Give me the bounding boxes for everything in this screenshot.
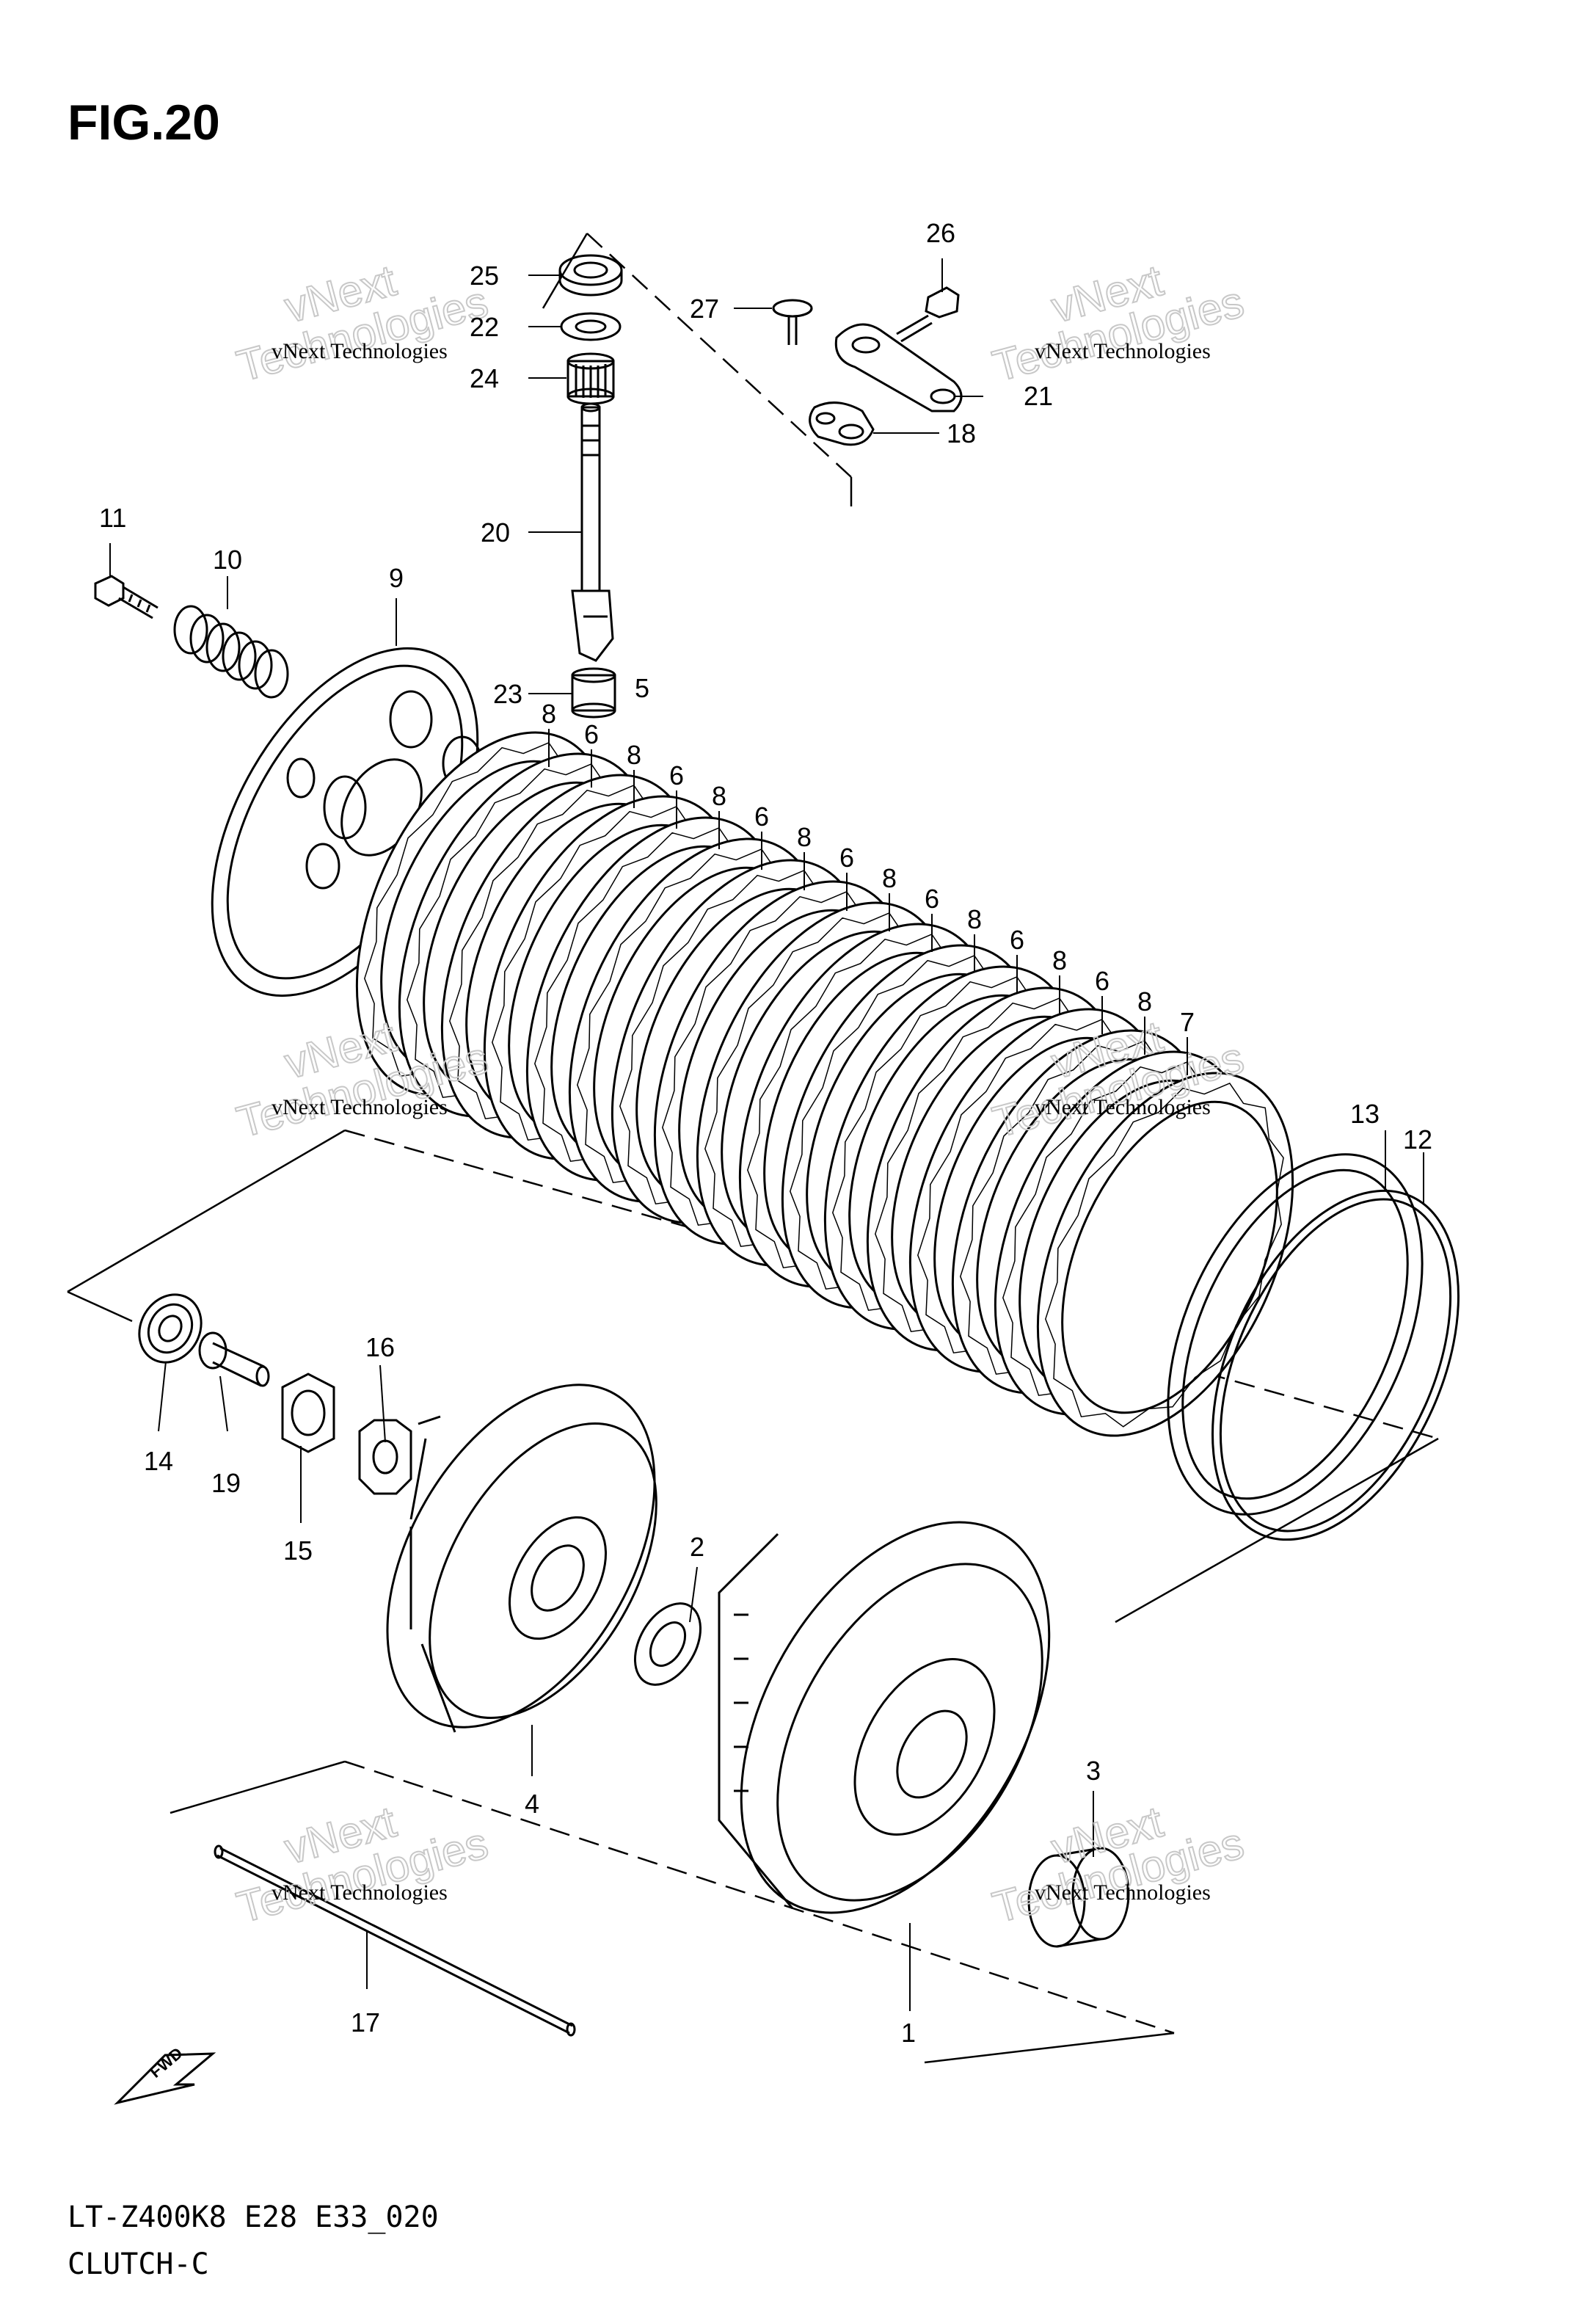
callout-18: 18	[947, 418, 976, 448]
callout-10: 10	[213, 545, 242, 575]
svg-text:vNext Technologies: vNext Technologies	[272, 1095, 448, 1119]
part-26-bolt	[896, 286, 960, 343]
part-27-screw	[772, 299, 813, 345]
section-name: CLUTCH-C	[68, 2247, 209, 2281]
watermark-top-left: vNext Technologies vNext Technologies	[231, 255, 494, 391]
part-17-push-rod	[214, 1844, 576, 2037]
plate-callout: 6	[839, 843, 854, 873]
callout-22: 22	[470, 312, 499, 342]
callout-19: 19	[211, 1468, 241, 1498]
part-23-bushing	[571, 667, 616, 719]
callout-16: 16	[365, 1332, 395, 1362]
watermark-bottom-right: vNext Technologies vNext Technologies	[987, 1796, 1250, 1933]
plate-callout: 8	[797, 822, 812, 852]
callout-3: 3	[1086, 1756, 1101, 1786]
callout-27: 27	[690, 294, 719, 324]
part-10-spring	[173, 605, 289, 699]
callout-4: 4	[525, 1789, 539, 1819]
figure-title: FIG.20	[68, 95, 220, 150]
callouts: 25 22 24 20 23 27 26 21 18 11 10 9 5 13 …	[99, 218, 1432, 2048]
watermark-top-right: vNext Technologies vNext Technologies	[987, 255, 1250, 391]
model-code: LT-Z400K8 E28 E33_020	[68, 2200, 439, 2234]
callout-26: 26	[926, 218, 955, 248]
plate-callout: 6	[584, 719, 599, 749]
svg-text:vNext Technologies: vNext Technologies	[272, 339, 448, 363]
callout-24: 24	[470, 363, 499, 393]
part-11-bolt	[94, 575, 158, 619]
part-3-spacer	[1027, 1847, 1130, 1948]
callout-25: 25	[470, 261, 499, 291]
part-15-nut	[281, 1373, 335, 1453]
callout-21: 21	[1024, 381, 1053, 411]
plate-callout: 6	[754, 801, 769, 832]
clutch-plate-stack	[355, 731, 1294, 1437]
svg-text:vNext Technologies: vNext Technologies	[1035, 1095, 1211, 1119]
plate-callout: 6	[1095, 966, 1109, 996]
plate-callout: 8	[1137, 986, 1152, 1017]
part-18-plate	[809, 401, 875, 446]
part-25-bearing	[558, 254, 623, 297]
part-14-bearing	[138, 1293, 203, 1364]
callout-13: 13	[1350, 1099, 1380, 1129]
part-24-needle-bearing	[566, 352, 615, 405]
callout-9: 9	[389, 563, 404, 593]
plate-callout: 8	[627, 740, 641, 770]
part-12-ring	[1211, 1189, 1460, 1541]
part-1-housing	[718, 1521, 1051, 1914]
callout-14: 14	[144, 1446, 173, 1476]
callout-2: 2	[690, 1532, 704, 1562]
part-20-release-shaft	[571, 402, 614, 662]
plate-callout: 8	[712, 781, 726, 811]
part-19-pin	[198, 1331, 270, 1387]
callout-23: 23	[493, 679, 522, 709]
leader-lines	[109, 258, 1424, 2011]
plate-callout: 8	[882, 863, 897, 893]
axis-line-release-shaft	[586, 233, 852, 478]
plate-callout: 6	[669, 760, 684, 790]
plate-callout: 6	[1010, 925, 1024, 955]
callout-12: 12	[1403, 1124, 1432, 1155]
callout-17: 17	[351, 2007, 380, 2037]
plate-callout: 8	[542, 699, 556, 729]
part-4-sleeve-hub	[386, 1384, 657, 1733]
axis-line-pushrod	[344, 1760, 1175, 2035]
callout-1: 1	[901, 2018, 916, 2048]
callout-11: 11	[99, 503, 126, 533]
plate-callout: 6	[925, 884, 939, 914]
plate-callout: 7	[1180, 1007, 1195, 1037]
fwd-arrow-icon	[114, 2052, 216, 2105]
svg-text:vNext Technologies: vNext Technologies	[1035, 1880, 1211, 1905]
part-2-washer	[633, 1602, 702, 1686]
svg-text:vNext Technologies: vNext Technologies	[272, 1880, 448, 1905]
callout-20: 20	[481, 517, 510, 548]
callout-5: 5	[635, 673, 649, 703]
part-21-release-arm	[834, 323, 963, 412]
plate-callout: 8	[967, 904, 982, 934]
watermark-bottom-left: vNext Technologies vNext Technologies	[231, 1796, 494, 1933]
plate-callout: 8	[1052, 945, 1067, 975]
part-22-washer	[560, 312, 622, 341]
callout-15: 15	[283, 1535, 313, 1566]
svg-text:vNext Technologies: vNext Technologies	[1035, 339, 1211, 363]
